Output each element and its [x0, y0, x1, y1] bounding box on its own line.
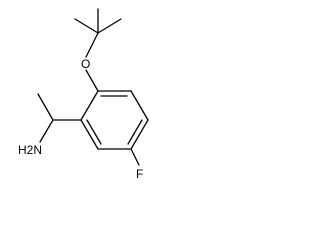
bond-oxygen-ring [85, 69, 99, 92]
bond-ch-amine [39, 119, 54, 143]
fluorine-label: F [136, 167, 143, 181]
ring-bond-3-inner [127, 119, 143, 145]
ring-bond-6 [80, 90, 99, 121]
bond-tbu-oxygen [85, 32, 99, 58]
ring-bond-5 [80, 119, 99, 150]
atom-labels: O F H2N [18, 57, 143, 181]
ring-bond-5-inner [86, 119, 102, 145]
ring-bond-3 [130, 119, 149, 150]
bond-ring-fluorine [130, 148, 140, 166]
bond-ch-methyl [37, 93, 54, 121]
bond-tbu-methyl-right [97, 18, 122, 34]
molecule-diagram: O F H2N [18, 8, 149, 181]
oxygen-label: O [81, 57, 90, 71]
ring-bond-2 [130, 90, 149, 121]
bonds [37, 8, 149, 166]
amine-label: H2N [18, 143, 42, 157]
bond-tbu-methyl-left [74, 18, 99, 34]
